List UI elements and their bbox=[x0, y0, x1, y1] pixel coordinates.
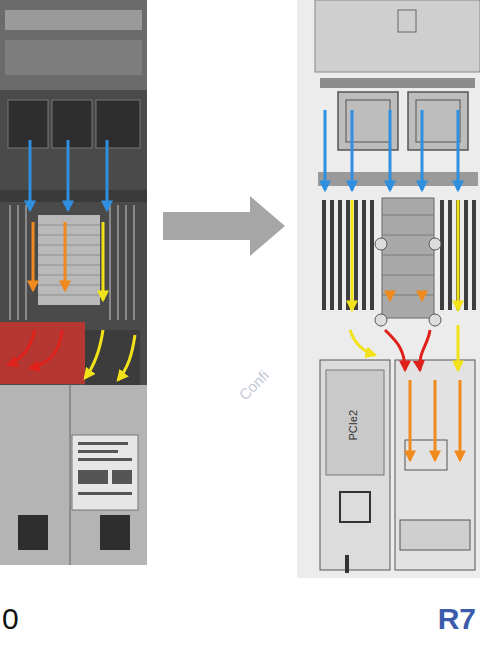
right-server bbox=[297, 0, 480, 578]
model-label-holder: 0 bbox=[2, 604, 19, 634]
model-label: R7 bbox=[438, 604, 476, 634]
watermark: Confi bbox=[236, 367, 271, 402]
watermark-holder: Confi bbox=[236, 392, 271, 407]
model-label: 0 bbox=[2, 604, 19, 634]
transition-arrow bbox=[163, 196, 285, 256]
slot-label: PCIe2 bbox=[348, 410, 359, 441]
left-server bbox=[0, 0, 147, 565]
model-label-holder: R7 bbox=[438, 604, 476, 634]
slot-label-holder: PCIe2 bbox=[348, 410, 379, 421]
